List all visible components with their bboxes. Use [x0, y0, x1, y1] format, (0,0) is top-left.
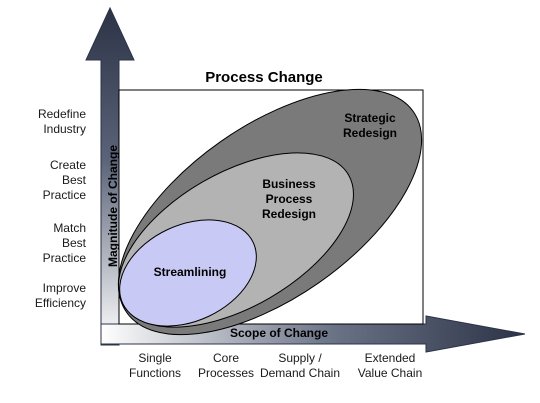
streamlining-region [119, 219, 257, 327]
x-level-single-functions-line: Single [138, 351, 172, 365]
x-level-supply-demand-chain: Supply /Demand Chain [260, 351, 340, 380]
y-level-match-best-practice-line: Match [53, 221, 86, 235]
x-level-single-functions-line: Functions [129, 366, 181, 380]
y-axis-label: Magnitude of Change [106, 145, 120, 267]
x-level-core-processes-line: Processes [198, 366, 254, 380]
business-process-redesign-label-line: Process [266, 192, 313, 206]
x-axis-label: Scope of Change [230, 326, 328, 340]
y-level-create-best-practice-line: Create [50, 158, 86, 172]
y-level-create-best-practice-line: Best [62, 173, 87, 187]
x-level-core-processes-line: Core [213, 351, 239, 365]
streamlining-label-line: Streamlining [154, 265, 227, 279]
business-process-redesign-label-line: Business [262, 177, 316, 191]
x-level-extended-value-chain-line: Extended [365, 351, 416, 365]
y-level-match-best-practice-line: Practice [43, 251, 87, 265]
business-process-redesign-label-line: Redesign [262, 207, 316, 221]
strategic-redesign-label-line: Redesign [343, 126, 397, 140]
diagram-title: Process Change [205, 69, 323, 86]
y-level-improve-efficiency-line: Improve [43, 281, 87, 295]
y-level-match-best-practice-line: Best [62, 236, 87, 250]
strategic-redesign-label-line: Strategic [344, 111, 396, 125]
x-level-supply-demand-chain-line: Supply / [278, 351, 322, 365]
y-level-redefine-industry-line: Redefine [38, 107, 86, 121]
x-level-extended-value-chain-line: Value Chain [358, 366, 423, 380]
x-level-supply-demand-chain-line: Demand Chain [260, 366, 340, 380]
y-level-create-best-practice-line: Practice [43, 188, 87, 202]
y-level-improve-efficiency-line: Efficiency [35, 296, 86, 310]
y-level-redefine-industry-line: Industry [43, 122, 86, 136]
streamlining-label: Streamlining [154, 265, 227, 279]
